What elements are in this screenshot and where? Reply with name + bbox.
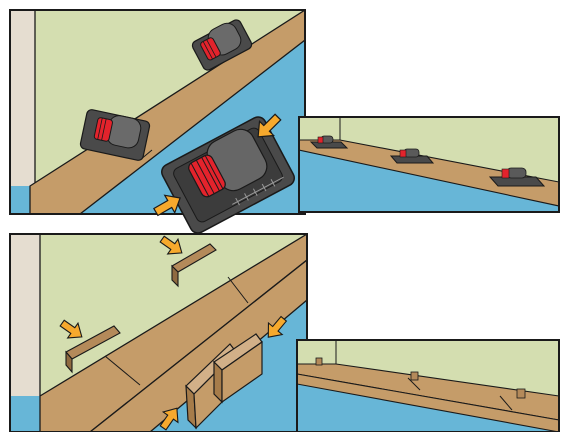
spacer-wedge-icon xyxy=(309,135,349,149)
wall-surface xyxy=(10,234,307,396)
wooden-shim-icon xyxy=(315,357,323,366)
arrow-icon xyxy=(267,315,288,338)
spacer-wedge-icon xyxy=(161,116,295,234)
panel-bottom-right xyxy=(296,339,560,432)
panel-top-right xyxy=(298,116,560,213)
floor-plank-row xyxy=(88,259,307,432)
spacer-wedge-icon xyxy=(79,109,151,161)
wooden-shim-icon xyxy=(410,371,419,381)
plank-joint xyxy=(407,377,421,391)
wall-surface xyxy=(297,340,559,396)
floor-plank-row xyxy=(29,10,305,214)
wall-surface xyxy=(299,117,559,182)
floor-plank-row xyxy=(297,373,559,432)
arrow-icon xyxy=(159,407,179,431)
wooden-shim-icon xyxy=(171,243,217,288)
plank-joint xyxy=(499,395,513,411)
spacer-wedge-icon xyxy=(488,167,546,187)
spacer-wedge-icon xyxy=(389,148,435,164)
plank-joint xyxy=(104,355,141,386)
wooden-shim-icon xyxy=(516,388,526,399)
floor-plank-row xyxy=(297,363,559,421)
wooden-shim-icon xyxy=(65,325,121,374)
arrow-icon xyxy=(159,235,183,255)
wall-edge xyxy=(10,10,35,186)
wall-edge xyxy=(10,234,40,396)
arrow-icon xyxy=(59,319,83,339)
spacer-wedge-icon xyxy=(191,19,253,71)
panel-bottom-left xyxy=(9,233,308,432)
wooden-shim-icon xyxy=(213,333,263,404)
arrow-icon xyxy=(153,194,181,217)
arrow-icon xyxy=(257,113,282,138)
plank-joint xyxy=(227,276,249,304)
